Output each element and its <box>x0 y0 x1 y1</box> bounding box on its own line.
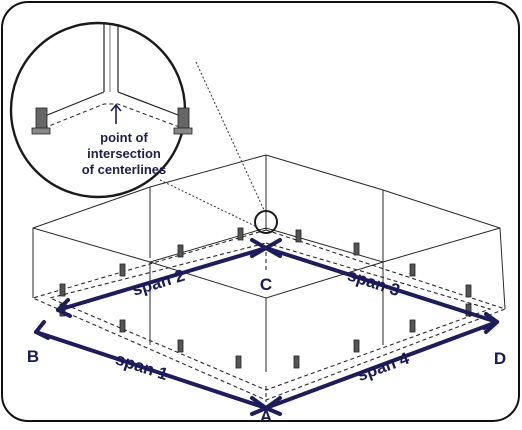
callout-line-2: intersection <box>87 146 161 161</box>
span-3-label: span 3 <box>345 265 402 300</box>
callout-leader-lines <box>159 61 265 228</box>
span-1-label: span 1 <box>113 349 170 384</box>
point-b-label: B <box>27 347 39 366</box>
span-4-label: span 4 <box>355 349 413 385</box>
span-arrows <box>34 238 499 416</box>
point-c-label: C <box>260 275 272 294</box>
span-2-label: span 2 <box>130 266 187 300</box>
span-1-arrow <box>34 330 268 410</box>
floor-dashed-outline <box>31 229 507 401</box>
callout-line-3: of centerlines <box>82 162 167 177</box>
callout-line-1: point of <box>100 130 148 145</box>
wall-panels <box>32 154 506 372</box>
span-2-arrow <box>56 246 268 312</box>
intersection-marker-circle <box>254 210 278 234</box>
span-3-arrow <box>264 246 499 324</box>
span-4-arrow <box>264 320 499 410</box>
detail-callout: point of intersection of centerlines <box>9 21 193 199</box>
point-a-label: A <box>260 407 272 425</box>
outer-frame <box>1 1 520 422</box>
point-d-label: D <box>494 349 506 368</box>
